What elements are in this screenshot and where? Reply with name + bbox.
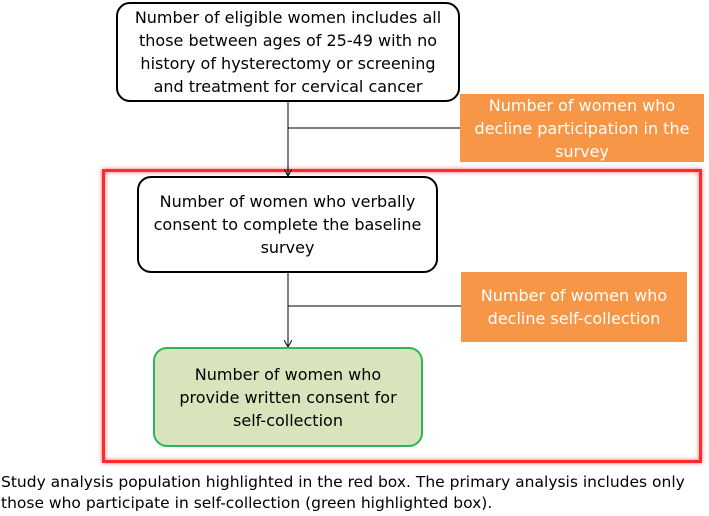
eligible-women-box: Number of eligible women includes all th… [116,2,460,102]
decline-self-collection-text: Number of women who decline self-collect… [480,286,668,328]
eligible-women-text: Number of eligible women includes all th… [134,8,442,96]
written-consent-box: Number of women who provide written cons… [153,347,423,447]
verbal-consent-box: Number of women who verbally consent to … [137,176,438,273]
verbal-consent-text: Number of women who verbally consent to … [153,192,422,257]
decline-survey-box: Number of women who decline participatio… [460,94,704,162]
written-consent-text: Number of women who provide written cons… [179,364,397,430]
decline-self-collection-box: Number of women who decline self-collect… [461,272,687,342]
analysis-population-highlight [102,169,702,463]
figure-caption: Study analysis population highlighted in… [1,473,685,512]
decline-survey-text: Number of women who decline participatio… [474,95,690,161]
